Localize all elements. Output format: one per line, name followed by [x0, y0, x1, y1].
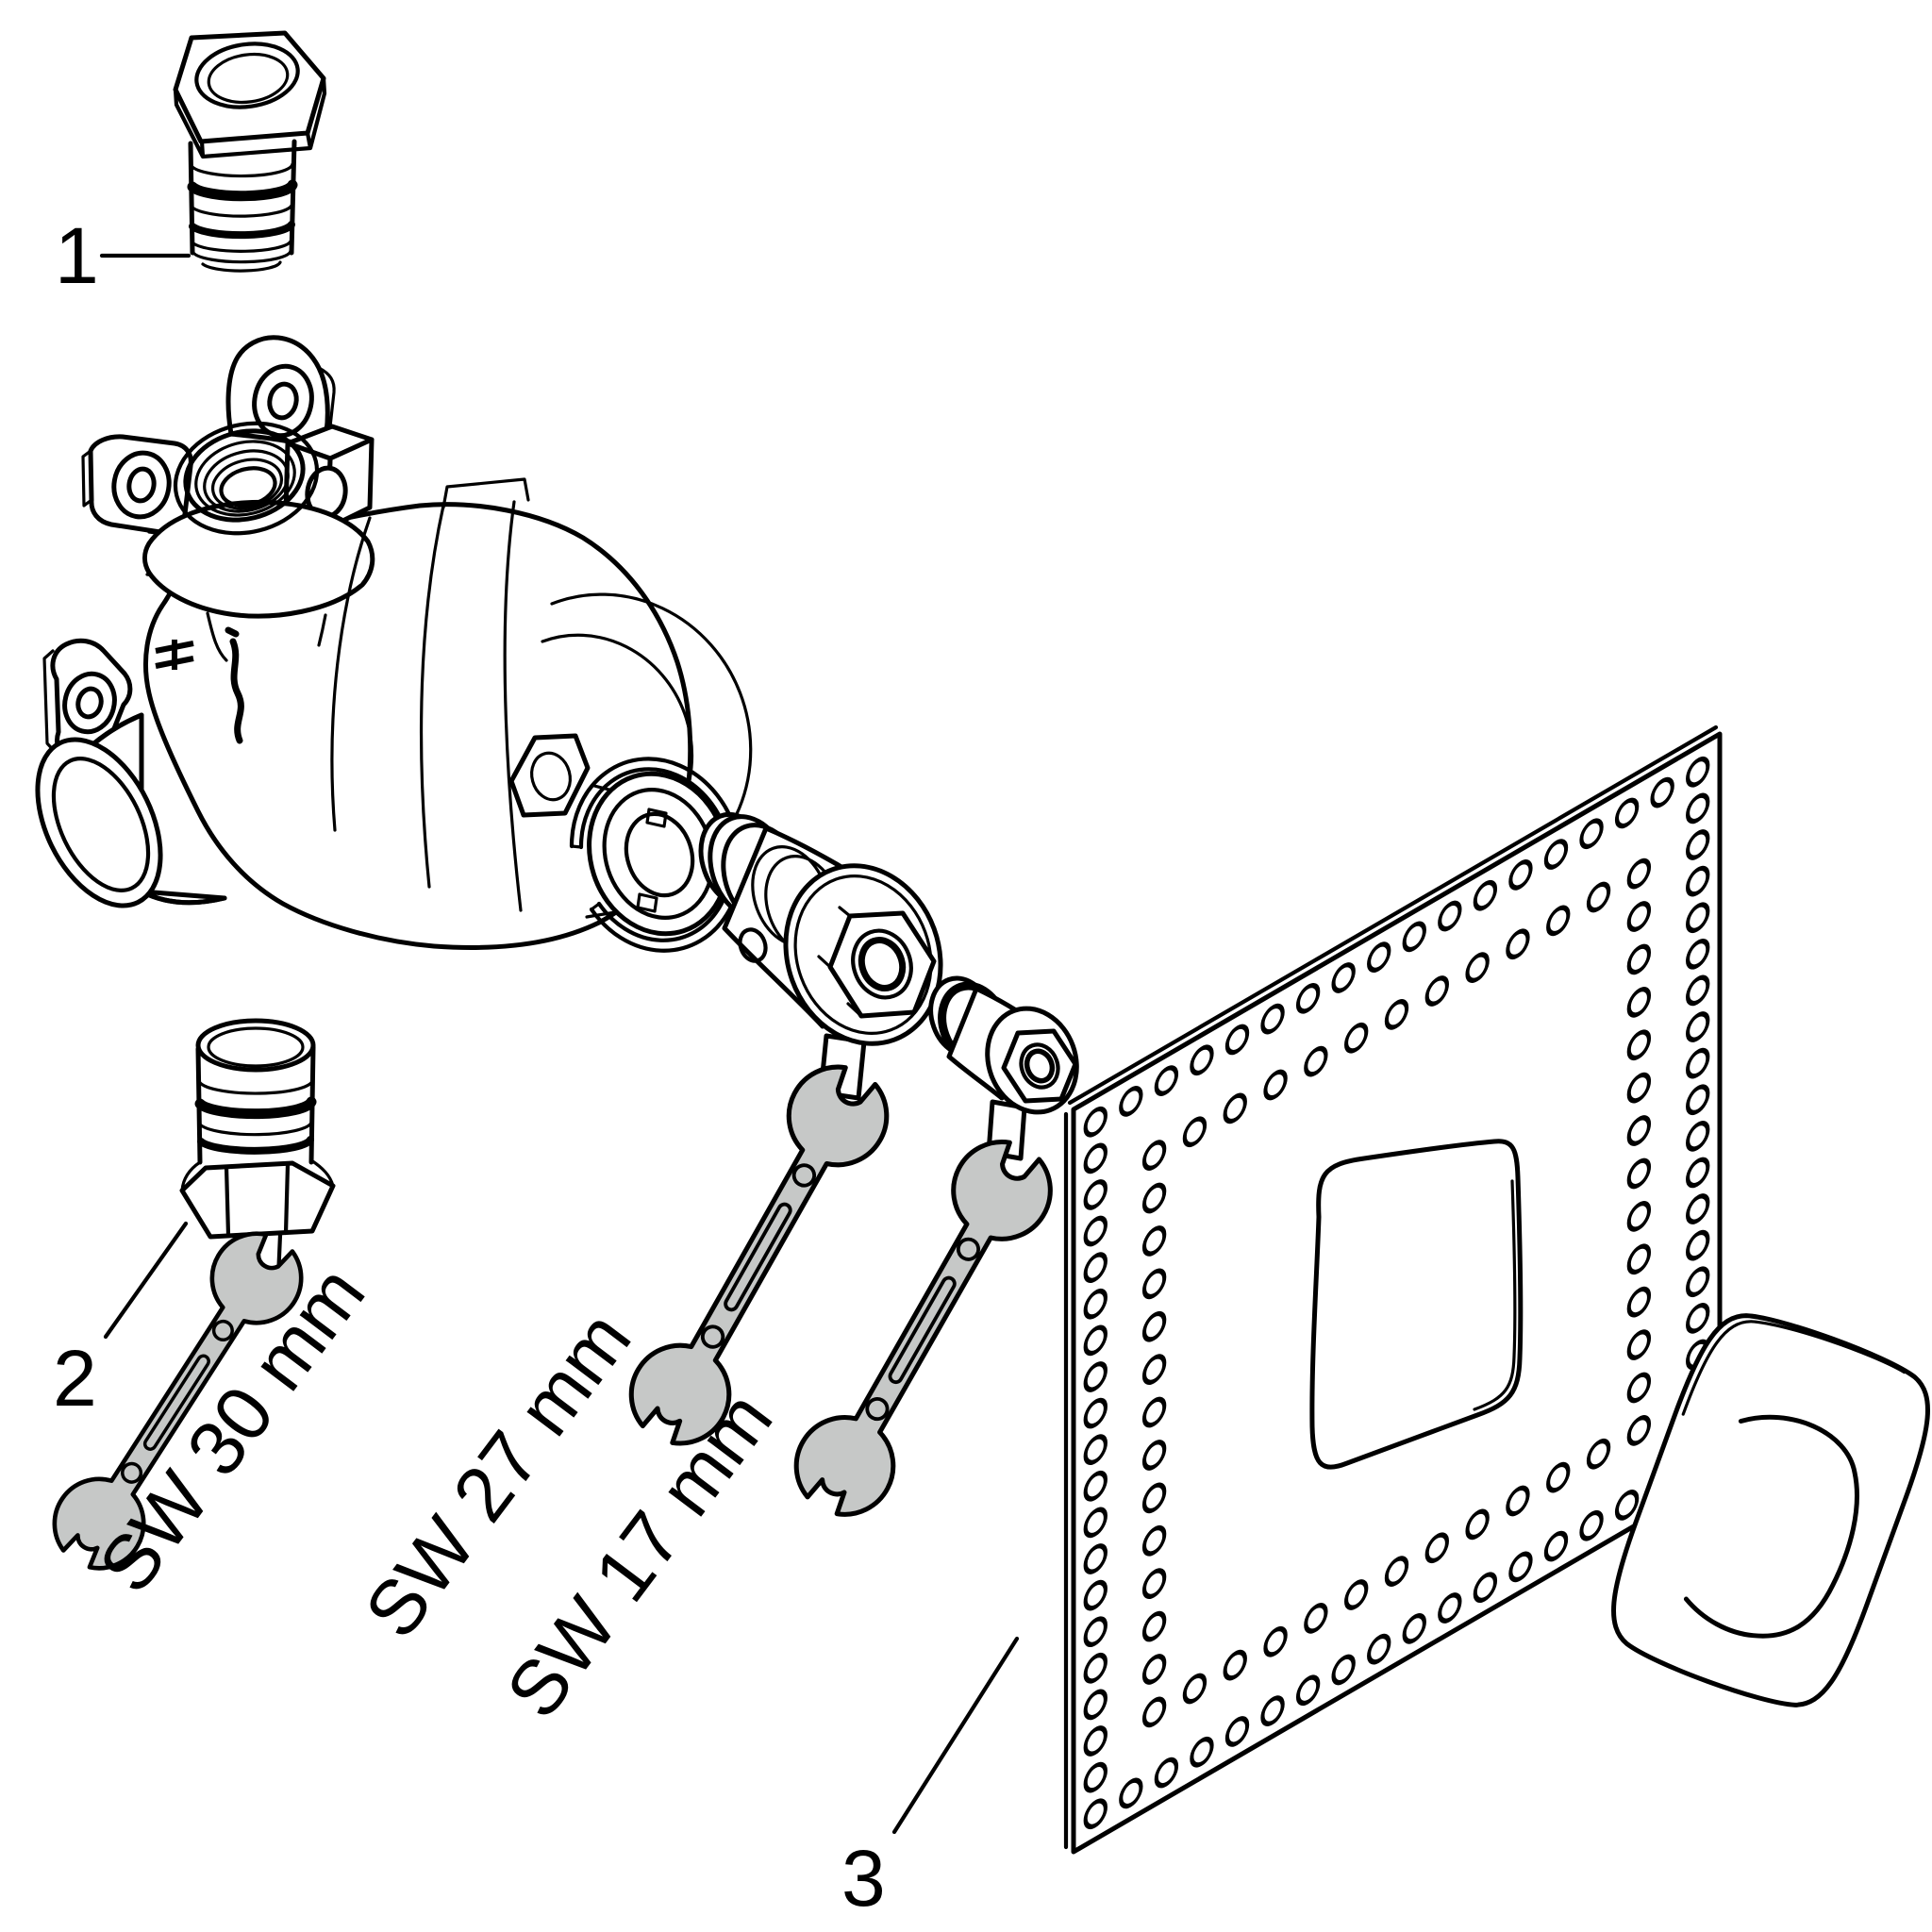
callout-2-leader [103, 1221, 189, 1340]
cartridge [698, 811, 943, 1101]
wrench-17 [780, 1127, 1066, 1530]
barrel-key [441, 477, 530, 509]
check-valve-plug [928, 975, 1079, 1161]
callout-1-number: 1 [55, 211, 99, 300]
callout-3: 3 [841, 1636, 1020, 1923]
part-2-plug [179, 1018, 336, 1282]
callout-2-number: 2 [53, 1334, 97, 1423]
right-block-lug [279, 424, 375, 564]
neck-flange [142, 499, 375, 619]
barrel-seams [330, 500, 523, 912]
cover-escutcheon [1611, 1313, 1930, 1707]
threaded-inlet-opening [173, 421, 320, 536]
brand-mark [155, 626, 244, 744]
part-1-plug [173, 30, 327, 273]
face-hex-fitting [508, 733, 591, 818]
callout-3-leader [891, 1636, 1020, 1835]
left-outlet-port [35, 712, 227, 908]
plate-edge-thickness [1063, 724, 1719, 1850]
wrench-27 [615, 1052, 903, 1458]
cartridge-side-hole [738, 927, 768, 963]
callout-2: 2 [53, 1221, 189, 1423]
callout-3-number: 3 [841, 1834, 886, 1923]
seal-plate [1063, 724, 1723, 1855]
plate-cutout [1309, 1139, 1524, 1470]
valve-body [35, 335, 753, 953]
callout-1: 1 [55, 211, 192, 300]
escutcheon-recess [1683, 1414, 1859, 1639]
plate-holes [1083, 756, 1710, 1830]
plug-hex-nut [1001, 1028, 1078, 1104]
